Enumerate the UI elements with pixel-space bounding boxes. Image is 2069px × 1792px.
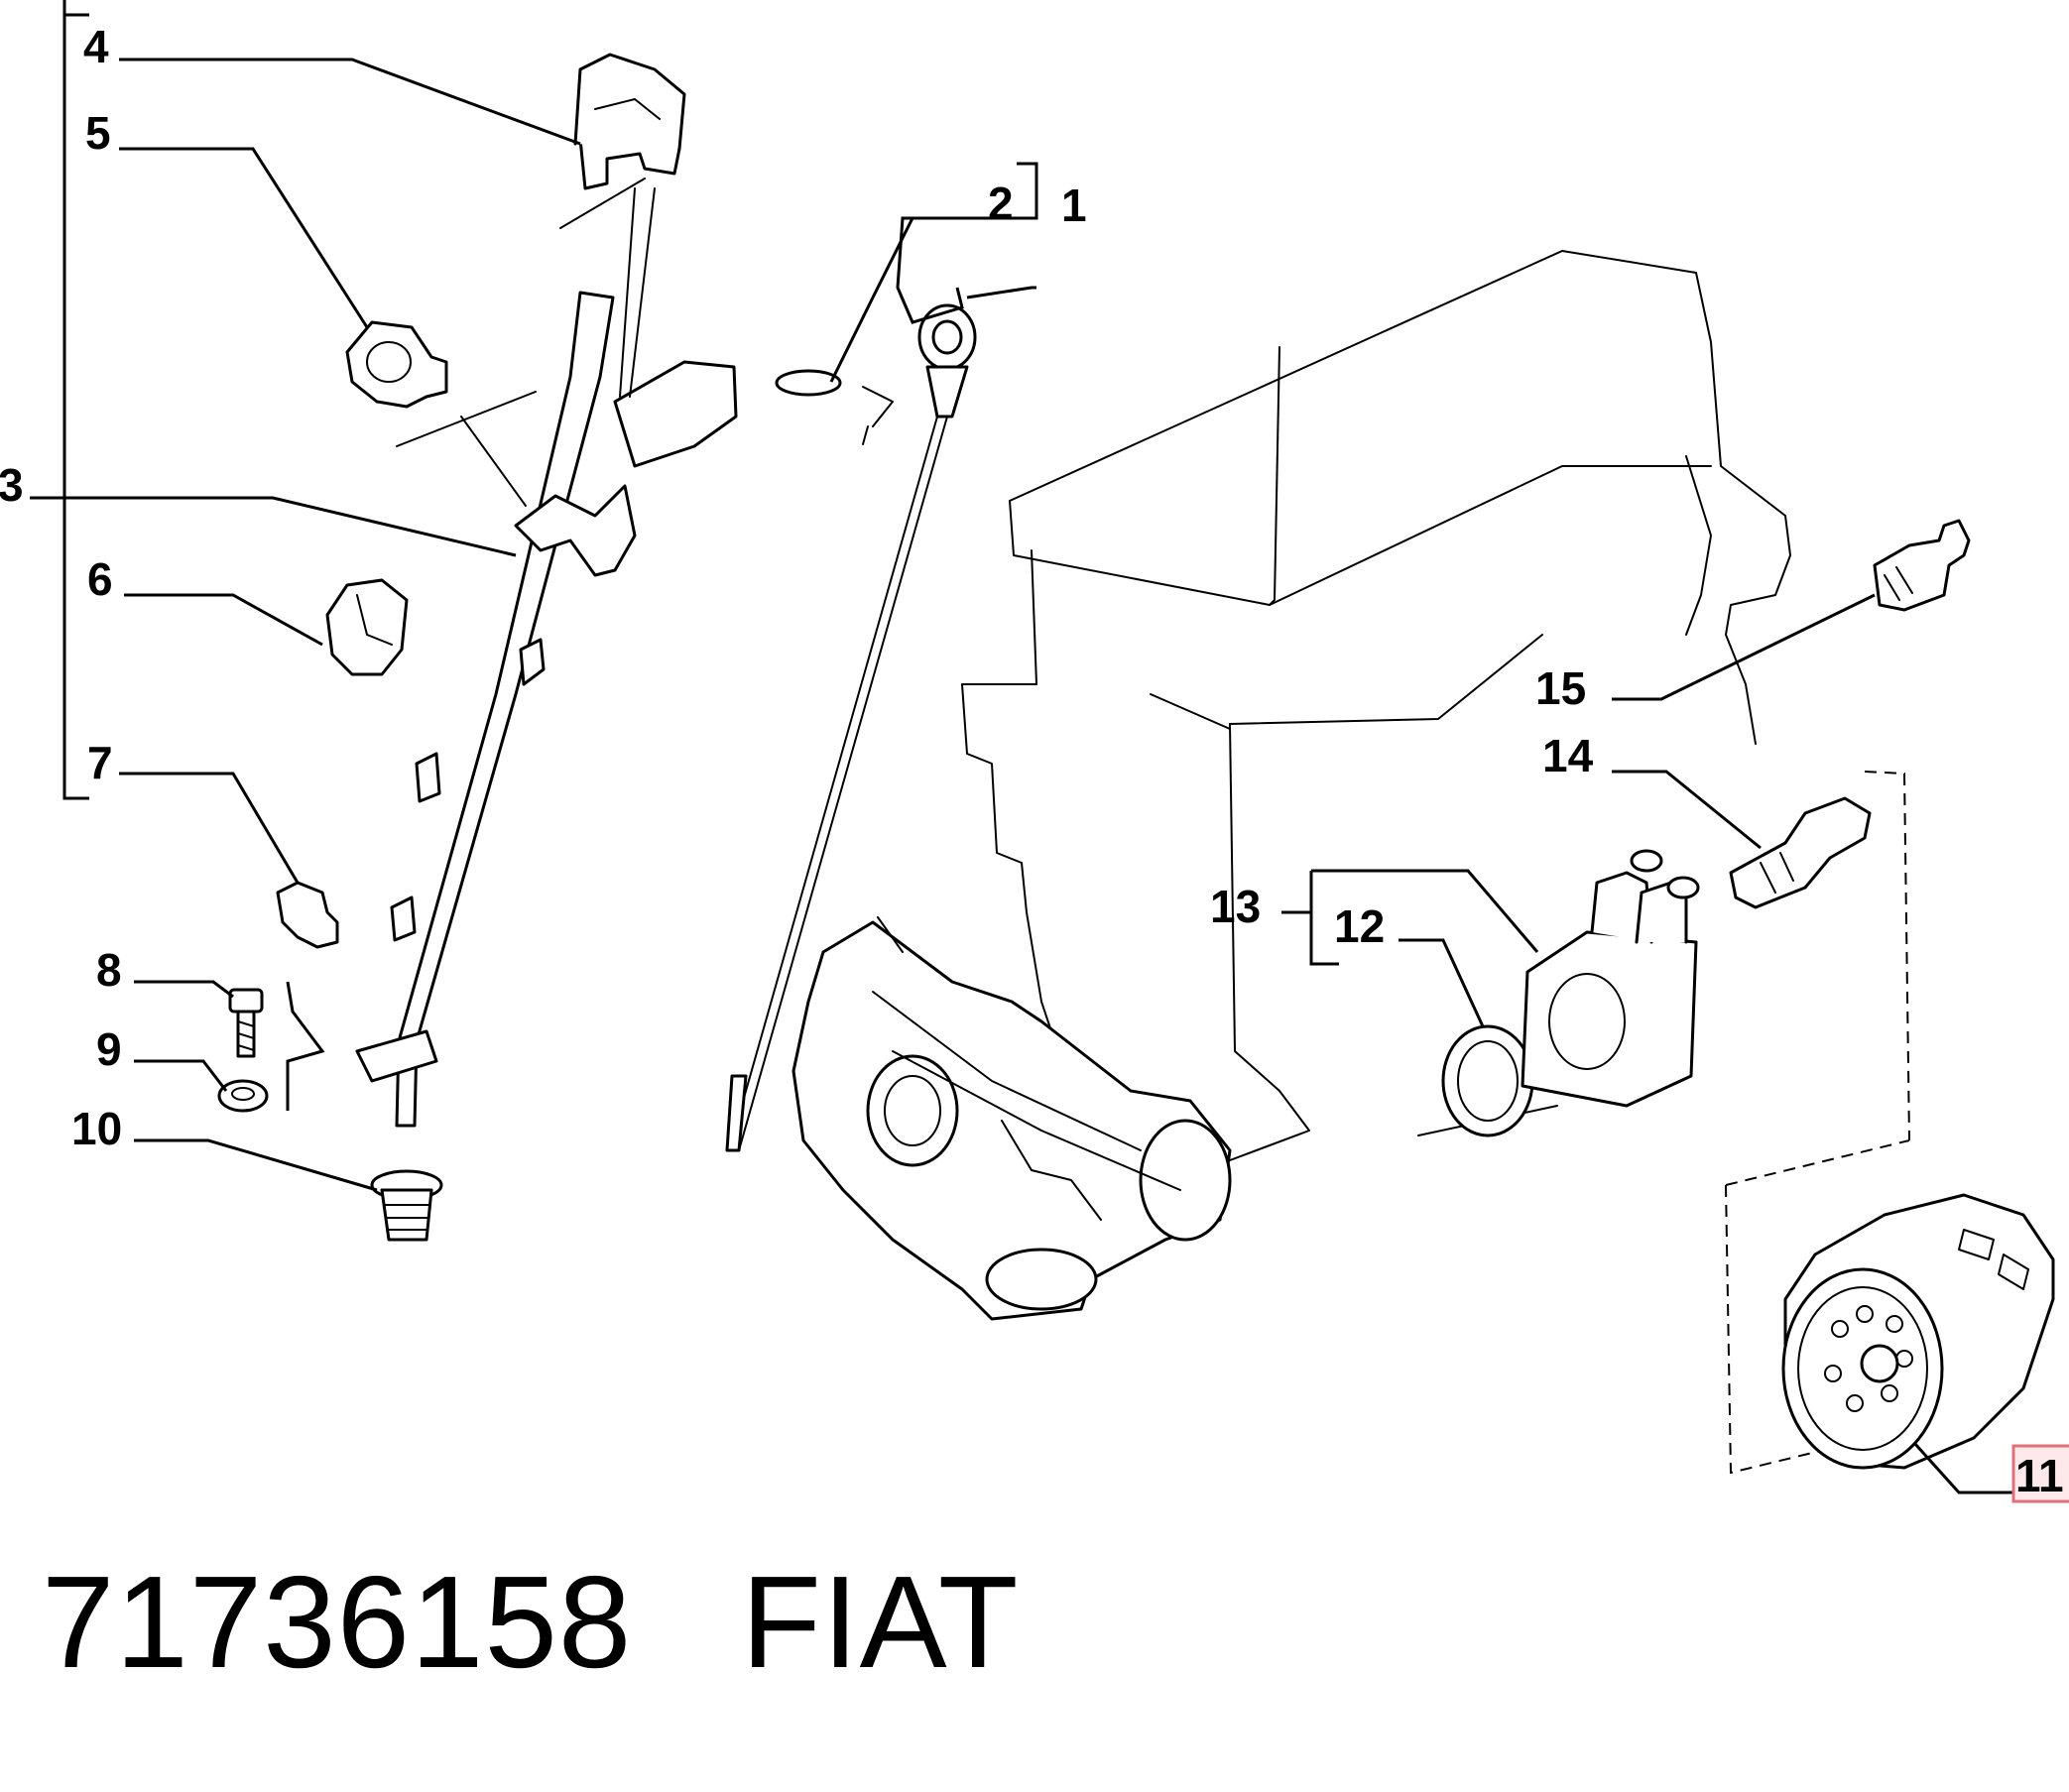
callout-15: 15 — [1535, 662, 1586, 714]
gasket-part-12 — [1441, 1024, 1534, 1137]
callout-10: 10 — [71, 1103, 122, 1154]
fitting-part-14 — [1729, 796, 1872, 909]
leader-lines — [30, 0, 2013, 1494]
clamp-part-5 — [345, 320, 448, 409]
callout-4: 4 — [83, 21, 109, 72]
callout-13: 13 — [1210, 881, 1261, 932]
callout-6: 6 — [87, 553, 113, 605]
callout-9: 9 — [96, 1023, 122, 1075]
bracket-part-6 — [325, 578, 409, 676]
oil-cooler-part-13 — [1521, 849, 1700, 1108]
connector-part-7 — [276, 881, 339, 949]
callout-7: 7 — [87, 737, 113, 788]
washer-part-9 — [217, 1079, 269, 1113]
plug-part-10 — [370, 1169, 443, 1242]
footer-caption: 71736158 FIAT — [42, 1547, 1019, 1697]
dipstick — [725, 303, 977, 1152]
part-number: 71736158 — [42, 1549, 633, 1695]
dipstick-tube — [355, 178, 738, 1128]
bolt-part-8 — [228, 988, 264, 1058]
engine-block-outline — [961, 250, 1791, 1161]
callout-5: 5 — [85, 107, 111, 159]
sensor-part-15 — [1873, 519, 1971, 612]
callout-3: 3 — [0, 459, 24, 511]
callout-2: 2 — [988, 178, 1014, 229]
highlight-box-11 — [2011, 1444, 2069, 1503]
callout-14: 14 — [1542, 730, 1594, 781]
brand-name: FIAT — [741, 1549, 1020, 1695]
oil-filter-part-11 — [1725, 771, 2055, 1475]
callout-1: 1 — [1061, 179, 1087, 231]
callout-11: 11 — [2015, 1450, 2064, 1501]
callout-labels: 4 5 3 6 7 8 9 10 2 1 13 12 15 14 11 — [0, 21, 2064, 1501]
callout-12: 12 — [1334, 900, 1385, 952]
oil-pump-housing — [791, 916, 1232, 1321]
callout-8: 8 — [96, 944, 122, 996]
clip-part-4 — [573, 53, 686, 190]
